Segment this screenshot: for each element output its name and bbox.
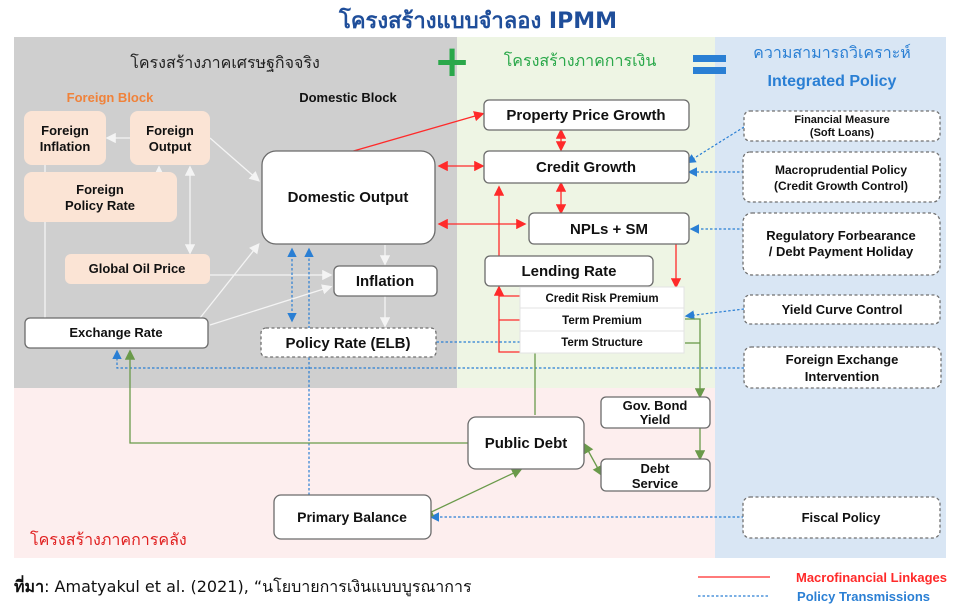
svg-text:Output: Output	[149, 139, 192, 154]
source-citation: ที่มา: Amatyakul et al. (2021), “นโยบายก…	[14, 575, 472, 597]
real-sector-title: โครงสร้างภาคเศรษฐกิจจริง	[130, 53, 320, 72]
svg-text:Fiscal Policy: Fiscal Policy	[802, 510, 882, 525]
policy-title-thai: ความสามารถวิเคราะห์	[753, 43, 911, 62]
svg-text:Property Price Growth: Property Price Growth	[506, 107, 665, 124]
legend: Macrofinancial Linkages Policy Transmiss…	[698, 570, 947, 604]
node-gov-bond-yield: Gov. Bond Yield	[600, 396, 711, 429]
svg-text:Public Debt: Public Debt	[485, 435, 568, 452]
svg-text:Foreign Exchange: Foreign Exchange	[786, 352, 899, 367]
foreign-block-label: Foreign Block	[67, 90, 154, 105]
diagram-title: โครงสร้างแบบจำลอง IPMM	[338, 7, 617, 34]
node-foreign-output: Foreign Output	[130, 111, 210, 165]
svg-text:ที่มา: Amatyakul et al. (2021): ที่มา: Amatyakul et al. (2021), “นโยบายก…	[14, 575, 472, 597]
node-policy-rate: Policy Rate (ELB)	[260, 327, 437, 358]
domestic-block-label: Domestic Block	[299, 90, 397, 105]
real-sector-connectors	[39, 132, 391, 328]
node-lending-rate: Lending Rate	[484, 255, 654, 287]
equals-icon	[693, 55, 726, 74]
node-credit-risk-premium: Credit Risk Premium	[519, 286, 685, 309]
node-term-premium: Term Premium	[519, 307, 685, 332]
node-public-debt: Public Debt	[467, 416, 585, 470]
svg-text:Inflation: Inflation	[40, 139, 91, 154]
policy-macroprudential: Macroprudential Policy (Credit Growth Co…	[742, 151, 941, 203]
node-inflation: Inflation	[333, 265, 438, 297]
svg-text:NPLs + SM: NPLs + SM	[570, 221, 648, 238]
svg-text:(Credit Growth Control): (Credit Growth Control)	[774, 179, 908, 193]
svg-text:Policy Rate: Policy Rate	[65, 198, 135, 213]
svg-text:Term Structure: Term Structure	[561, 337, 643, 349]
node-primary-balance: Primary Balance	[273, 494, 432, 540]
node-foreign-inflation: Foreign Inflation	[24, 111, 106, 165]
policy-financial-measure: Financial Measure (Soft Loans)	[743, 110, 941, 142]
svg-text:(Soft Loans): (Soft Loans)	[810, 127, 874, 139]
svg-text:Exchange Rate: Exchange Rate	[69, 325, 162, 340]
policy-yield-curve-control: Yield Curve Control	[743, 294, 941, 325]
node-property-price-growth: Property Price Growth	[483, 99, 690, 131]
source-text: : Amatyakul et al. (2021), “นโยบายการเงิ…	[44, 577, 472, 597]
node-debt-service: Debt Service	[600, 458, 711, 492]
policy-title-en: Integrated Policy	[768, 73, 897, 90]
node-domestic-output: Domestic Output	[261, 150, 436, 245]
svg-text:Yield: Yield	[640, 412, 671, 427]
svg-text:Policy Rate (ELB): Policy Rate (ELB)	[285, 335, 410, 352]
svg-text:Domestic Output: Domestic Output	[288, 189, 409, 206]
svg-text:Foreign: Foreign	[76, 182, 124, 197]
svg-text:Regulatory Forbearance: Regulatory Forbearance	[766, 228, 916, 243]
legend-macrofinancial: Macrofinancial Linkages	[796, 570, 947, 585]
source-label: ที่มา	[14, 575, 44, 596]
node-global-oil-price: Global Oil Price	[65, 254, 210, 284]
node-foreign-policy-rate: Foreign Policy Rate	[24, 172, 177, 222]
legend-policy: Policy Transmissions	[797, 589, 930, 604]
node-npls-sm: NPLs + SM	[528, 212, 690, 245]
svg-text:Primary Balance: Primary Balance	[297, 509, 407, 525]
financial-sector-title: โครงสร้างภาคการเงิน	[504, 51, 657, 70]
svg-text:Lending Rate: Lending Rate	[521, 263, 616, 280]
plus-icon: +	[434, 36, 471, 87]
svg-text:Macroprudential Policy: Macroprudential Policy	[775, 163, 907, 177]
policy-regulatory-forbearance: Regulatory Forbearance / Debt Payment Ho…	[742, 212, 941, 276]
svg-text:Credit Growth: Credit Growth	[536, 159, 636, 176]
svg-text:Foreign: Foreign	[41, 123, 89, 138]
policy-fx-intervention: Foreign Exchange Intervention	[743, 346, 942, 389]
svg-text:/ Debt Payment Holiday: / Debt Payment Holiday	[769, 244, 914, 259]
svg-text:Inflation: Inflation	[356, 273, 414, 290]
fiscal-sector-title: โครงสร้างภาคการคลัง	[30, 530, 187, 549]
svg-text:Yield Curve Control: Yield Curve Control	[782, 302, 903, 317]
macrofinancial-connectors	[349, 111, 682, 353]
svg-text:Foreign: Foreign	[146, 123, 194, 138]
policy-fiscal: Fiscal Policy	[742, 496, 941, 539]
svg-text:Intervention: Intervention	[805, 369, 879, 384]
svg-text:Term Premium: Term Premium	[562, 315, 642, 327]
node-exchange-rate: Exchange Rate	[24, 317, 209, 349]
svg-text:Financial Measure: Financial Measure	[794, 114, 889, 126]
svg-text:Credit Risk Premium: Credit Risk Premium	[545, 293, 658, 305]
node-term-structure: Term Structure	[519, 330, 685, 354]
svg-text:Gov. Bond: Gov. Bond	[623, 398, 688, 413]
svg-text:Debt: Debt	[641, 461, 671, 476]
svg-text:Global Oil Price: Global Oil Price	[89, 261, 186, 276]
node-credit-growth: Credit Growth	[483, 150, 690, 184]
svg-text:Service: Service	[632, 476, 678, 491]
